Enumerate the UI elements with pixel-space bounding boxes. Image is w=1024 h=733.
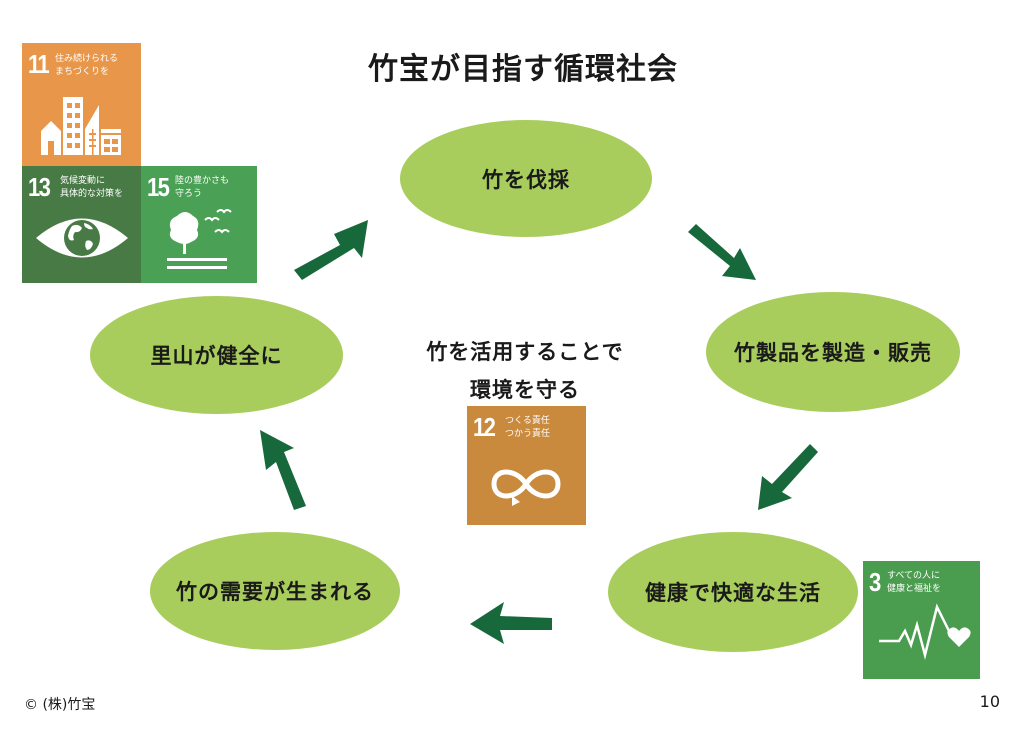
arrow-left-icon: [470, 602, 552, 644]
sdg-goal-15-tile: 15 陸の豊かさも 守ろう: [141, 166, 257, 283]
sdg-goal-11-number: 11: [28, 49, 50, 79]
eye-globe-icon: [36, 218, 128, 258]
cycle-node-healthy-life: 健康で快適な生活: [608, 532, 858, 652]
cycle-node-manufacture-label: 竹製品を製造・販売: [734, 341, 932, 365]
cycle-node-satoyama-label: 里山が健全に: [150, 344, 283, 368]
arrow-healthy-life-to-demand: [470, 602, 552, 644]
sdg-goal-13-label: 気候変動に 具体的な対策を: [60, 176, 124, 199]
cycle-node-demand: 竹の需要が生まれる: [150, 532, 400, 650]
center-message-line2: 環境を守る: [470, 378, 580, 402]
sdg-goal-11-label: 住み続けられる まちづくりを: [55, 54, 119, 77]
sdg-goal-3-tile: 3 すべての人に 健康と福祉を: [863, 561, 980, 679]
sdg-goal-11-tile: 11 住み続けられる まちづくりを: [22, 43, 141, 166]
heartbeat-icon: [879, 603, 971, 660]
copyright-notice: © (株)竹宝: [24, 697, 96, 713]
slide-title: 竹宝が目指す循環社会: [368, 52, 678, 87]
cycle-node-harvest: 竹を伐採: [400, 120, 652, 237]
cycle-node-demand-label: 竹の需要が生まれる: [176, 580, 374, 604]
sdg-goal-13-number: 13: [28, 172, 51, 202]
sdg-goal-12-tile: 12 つくる責任 つかう責任: [467, 406, 586, 525]
cycle-node-manufacture: 竹製品を製造・販売: [706, 292, 960, 412]
sdg-goal-3-label: すべての人に 健康と福祉を: [887, 571, 942, 594]
arrow-harvest-to-manufacture: [688, 224, 756, 280]
arrow-manufacture-to-healthy-life: [758, 444, 818, 510]
infinity-loop-icon: [491, 469, 561, 506]
arrow-down-left-icon: [758, 444, 818, 510]
arrow-up-left-icon: [260, 430, 306, 510]
page-number: 10: [979, 692, 1000, 711]
sdg-goal-15-label: 陸の豊かさも 守ろう: [175, 176, 230, 199]
sdg-goal-13-tile: 13 気候変動に 具体的な対策を: [22, 166, 141, 283]
sdg-goal-12-label: つくる責任 つかう責任: [505, 416, 551, 439]
arrow-up-right-icon: [294, 220, 368, 280]
sdg-goal-12-number: 12: [473, 412, 496, 442]
arrow-down-right-icon: [688, 224, 756, 280]
sdg-goal-3-number: 3: [869, 567, 881, 597]
cycle-node-satoyama: 里山が健全に: [90, 296, 343, 414]
cycle-node-harvest-label: 竹を伐採: [482, 167, 570, 192]
center-message-line1: 竹を活用することで: [426, 340, 624, 364]
tree-birds-icon: [167, 209, 232, 269]
sdg-goal-15-number: 15: [147, 172, 170, 202]
arrow-satoyama-to-harvest: [294, 220, 368, 280]
arrow-demand-to-satoyama: [260, 430, 306, 510]
cycle-node-healthy-life-label: 健康で快適な生活: [645, 581, 821, 605]
city-buildings-icon: [41, 97, 121, 155]
